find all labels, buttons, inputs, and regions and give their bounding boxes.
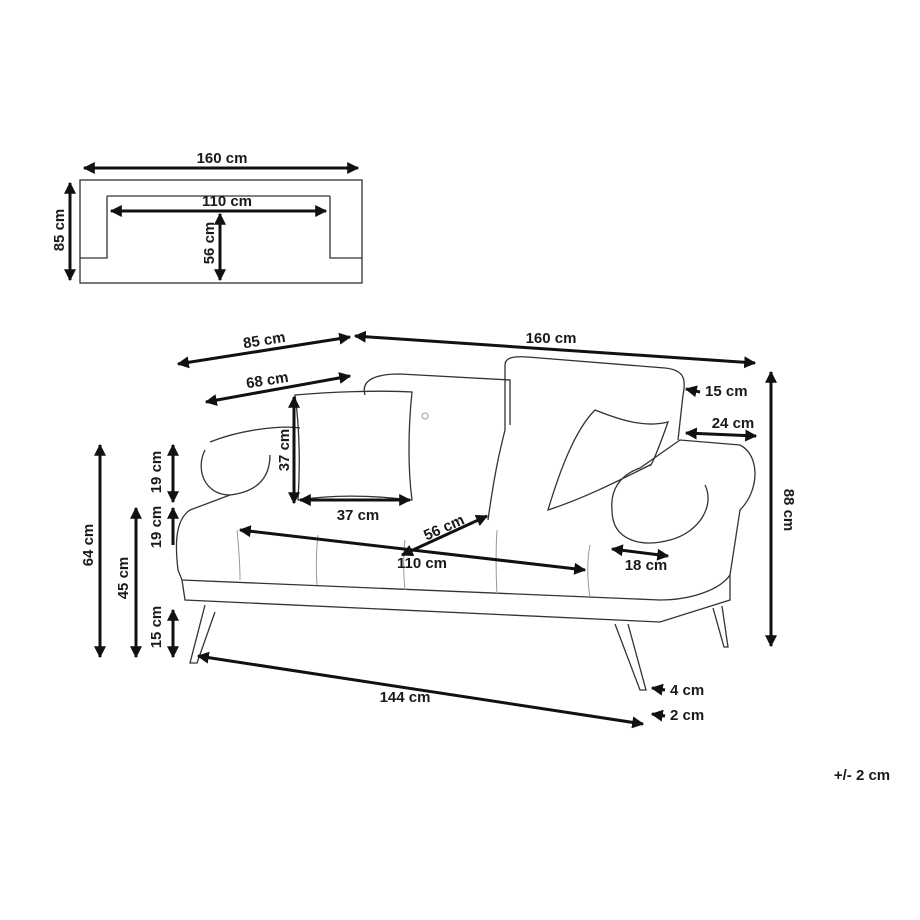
label-armrest-width: 24 cm xyxy=(712,415,755,432)
dim-armrest-width xyxy=(684,427,758,442)
label-armrest-inner: 18 cm xyxy=(625,557,668,574)
top-view: 160 cm 110 cm 56 cm 85 cm xyxy=(51,150,363,284)
dimensions: 85 cm 160 cm 68 cm 15 cm 24 cm 88 cm 37 … xyxy=(80,329,797,729)
top-view-arms xyxy=(80,195,362,259)
sofa-body xyxy=(175,439,756,601)
label-armrest-height: 64 cm xyxy=(80,524,97,567)
label-leg-top: 4 cm xyxy=(670,682,704,699)
dim-leg-bottom xyxy=(650,709,666,722)
dim-base-width xyxy=(196,651,645,729)
label-seat-height: 45 cm xyxy=(115,557,132,600)
backrest-left xyxy=(363,373,511,425)
dim-width xyxy=(353,330,757,369)
label-top-width: 160 cm xyxy=(197,150,248,167)
pillow-right xyxy=(547,409,670,512)
label-top-depth: 85 cm xyxy=(51,209,68,252)
top-view-outline xyxy=(79,179,363,284)
dim-depth xyxy=(176,332,352,369)
label-top-seat-depth: 56 cm xyxy=(201,222,218,265)
label-armrest-above-seat: 19 cm xyxy=(148,451,165,494)
label-leg-height: 15 cm xyxy=(148,606,165,649)
label-seat-cushion-height: 19 cm xyxy=(148,506,165,549)
label-base-width: 144 cm xyxy=(380,689,431,706)
dim-armrest-inner xyxy=(610,544,670,561)
sofa-legs xyxy=(189,604,729,691)
label-top-seat-width: 110 cm xyxy=(202,193,252,210)
dim-backrest-thickness xyxy=(684,385,701,398)
label-leg-bottom: 2 cm xyxy=(670,707,704,724)
pillow-left xyxy=(294,390,413,501)
label-pillow-width: 37 cm xyxy=(337,507,380,524)
label-backrest-thickness: 15 cm xyxy=(705,383,748,400)
button-tuft xyxy=(421,412,429,420)
dim-leg-top xyxy=(650,683,666,696)
right-armrest-roll xyxy=(611,484,709,544)
dim-seat-depth-total xyxy=(204,372,352,406)
label-height: 88 cm xyxy=(780,489,797,532)
dim-seat-depth xyxy=(400,514,489,557)
label-depth: 85 cm xyxy=(242,329,287,352)
tolerance-note: +/- 2 cm xyxy=(834,767,890,784)
label-width: 160 cm xyxy=(526,330,577,347)
sofa-base xyxy=(181,575,731,623)
label-pillow-height: 37 cm xyxy=(276,429,293,472)
label-seat-depth-total: 68 cm xyxy=(245,369,290,392)
label-seat-depth: 56 cm xyxy=(421,511,467,544)
label-seat-width: 110 cm xyxy=(397,555,447,572)
sofa-outline xyxy=(175,356,756,691)
